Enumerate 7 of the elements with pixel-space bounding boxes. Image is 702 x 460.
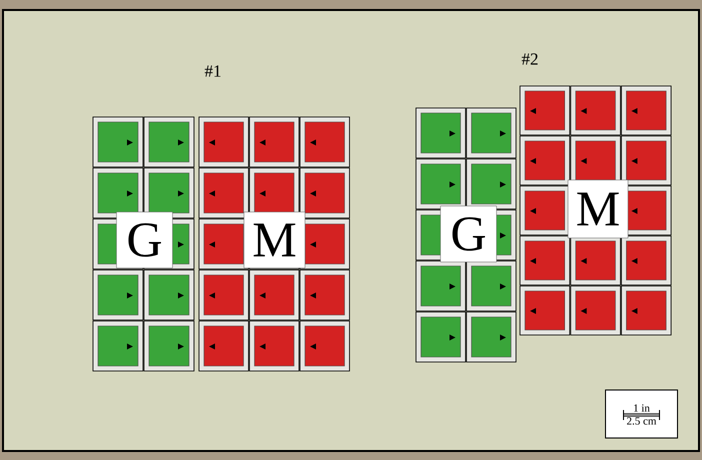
group-label: #1 [204, 65, 220, 77]
letter-box: G [440, 206, 497, 262]
group-label: #2 [522, 53, 538, 65]
scale-box: 1 in 2.5 cm [605, 390, 678, 438]
letter-box: G [116, 212, 173, 268]
letter-box: M [244, 212, 306, 268]
letter-box: M [568, 180, 628, 238]
